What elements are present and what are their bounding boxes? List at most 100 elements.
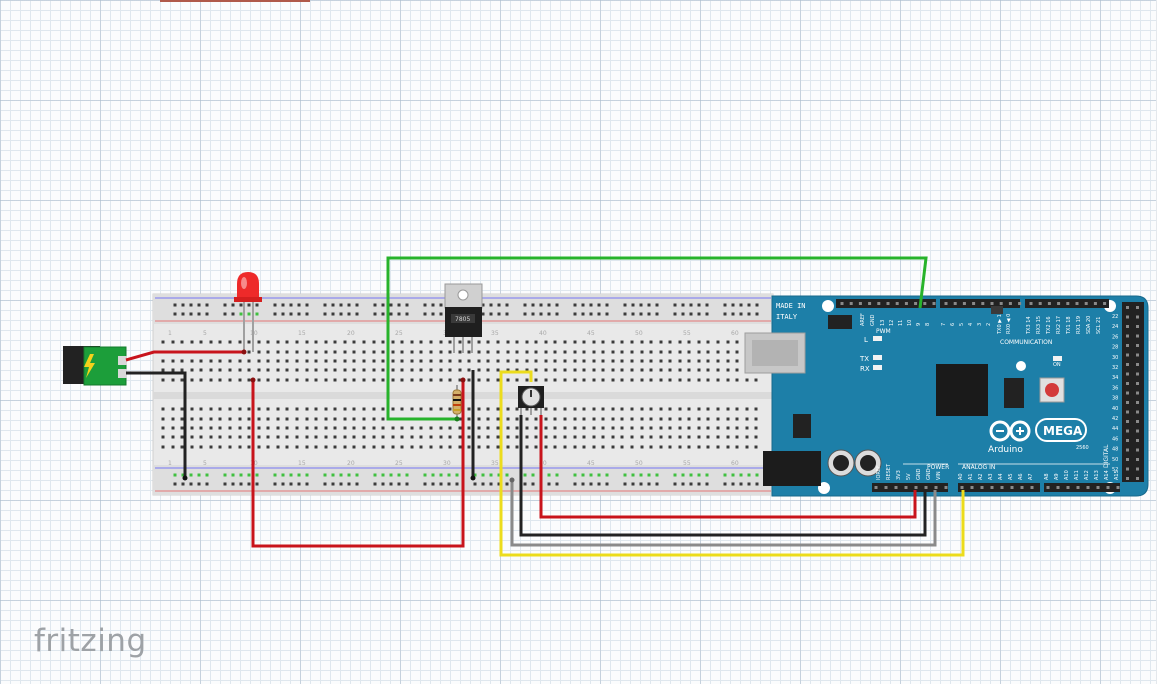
- terminal-hole: [563, 426, 567, 430]
- terminal-hole: [171, 435, 175, 439]
- terminal-hole: [678, 407, 682, 411]
- terminal-hole: [534, 350, 538, 354]
- digital-header-left[interactable]: [836, 299, 936, 308]
- arduino-mega-board[interactable]: MADE IN ITALY PWM COMMUNICATION L TX RX …: [744, 295, 1149, 497]
- rail-hole: [723, 482, 727, 486]
- rail-hole: [423, 303, 427, 307]
- terminal-hole: [381, 417, 385, 421]
- wire-black-pot[interactable]: [519, 415, 927, 537]
- rail-hole: [439, 473, 443, 477]
- terminal-hole: [276, 407, 280, 411]
- rail-hole: [581, 473, 585, 477]
- icsp-header[interactable]: [828, 315, 852, 329]
- rail-hole: [231, 482, 235, 486]
- terminal-hole: [400, 368, 404, 372]
- terminal-hole: [649, 340, 653, 344]
- header-pin: [904, 486, 908, 489]
- terminal-hole: [592, 407, 596, 411]
- red-led[interactable]: [234, 272, 262, 352]
- wire-black-jack[interactable]: [126, 371, 187, 478]
- terminal-hole: [381, 350, 385, 354]
- rail-hole: [439, 312, 443, 316]
- rail-hole: [689, 312, 693, 316]
- terminal-hole: [735, 350, 739, 354]
- rail-hole: [555, 303, 559, 307]
- terminal-hole: [544, 407, 548, 411]
- terminal-hole: [582, 426, 586, 430]
- terminal-hole: [486, 359, 490, 363]
- terminal-hole: [668, 378, 672, 382]
- wire-red-pot[interactable]: [539, 415, 917, 519]
- rail-hole: [531, 312, 535, 316]
- wires[interactable]: [125, 256, 965, 557]
- rail-hole: [255, 473, 259, 477]
- terminal-hole: [563, 359, 567, 363]
- l-led-icon: [873, 336, 882, 341]
- wire-red-jack[interactable]: [125, 350, 244, 362]
- terminal-hole: [716, 368, 720, 372]
- terminal-hole: [687, 340, 691, 344]
- terminal-hole: [601, 435, 605, 439]
- terminal-hole: [754, 407, 758, 411]
- terminal-hole: [209, 368, 213, 372]
- terminal-hole: [486, 435, 490, 439]
- header-pin: [1047, 302, 1051, 305]
- terminal-hole: [506, 407, 510, 411]
- rail-hole: [181, 482, 185, 486]
- terminal-hole: [305, 368, 309, 372]
- digital-header-middle[interactable]: [940, 299, 1020, 308]
- analog-header-right[interactable]: [1044, 483, 1120, 492]
- wire-end-icon: [460, 377, 466, 383]
- header-pin: [944, 486, 948, 489]
- wire-yellow[interactable]: [499, 370, 965, 557]
- terminal-hole: [352, 407, 356, 411]
- rail-hole: [331, 482, 335, 486]
- rail-hole: [573, 473, 577, 477]
- dc-power-jack[interactable]: [763, 451, 821, 486]
- wire-red-led-regulator[interactable]: [251, 380, 465, 548]
- digital-double-header[interactable]: [1122, 302, 1144, 482]
- terminal-hole: [391, 378, 395, 382]
- terminal-hole: [726, 435, 730, 439]
- rail-hole: [747, 312, 751, 316]
- resistor[interactable]: [452, 385, 462, 419]
- terminal-hole: [611, 378, 615, 382]
- terminal-hole: [362, 350, 366, 354]
- rail-hole: [223, 473, 227, 477]
- top-header-pins: [840, 302, 1107, 305]
- rail-hole: [681, 312, 685, 316]
- terminal-hole: [419, 378, 423, 382]
- wire-gray[interactable]: [510, 480, 937, 547]
- wire-green[interactable]: [386, 256, 928, 421]
- header-pin: [944, 302, 948, 305]
- rail-hole: [447, 473, 451, 477]
- terminal-hole: [534, 359, 538, 363]
- rail-hole: [339, 473, 343, 477]
- onboard-regulator: [793, 414, 811, 438]
- terminal-hole: [199, 368, 203, 372]
- voltage-regulator[interactable]: 7805: [444, 283, 483, 353]
- analog-header-left[interactable]: [958, 483, 1040, 492]
- rail-hole: [473, 473, 477, 477]
- terminal-hole: [238, 359, 242, 363]
- icsp2-header[interactable]: [1004, 378, 1024, 408]
- header-pin: [895, 302, 899, 305]
- terminal-hole: [706, 378, 710, 382]
- terminal-hole: [285, 368, 289, 372]
- terminal-hole: [553, 359, 557, 363]
- terminal-hole: [467, 368, 471, 372]
- terminal-hole: [668, 445, 672, 449]
- terminal-hole: [515, 407, 519, 411]
- terminal-hole: [525, 435, 529, 439]
- terminal-hole: [496, 378, 500, 382]
- potentiometer[interactable]: [518, 386, 544, 415]
- power-header[interactable]: [872, 483, 948, 492]
- terminal-hole: [534, 417, 538, 421]
- power-pin-label: IOREF: [876, 465, 882, 480]
- rail-hole: [481, 303, 485, 307]
- header-pin: [1136, 363, 1139, 366]
- terminal-hole: [611, 426, 615, 430]
- rail-hole: [581, 482, 585, 486]
- dc-barrel-jack[interactable]: [63, 346, 127, 386]
